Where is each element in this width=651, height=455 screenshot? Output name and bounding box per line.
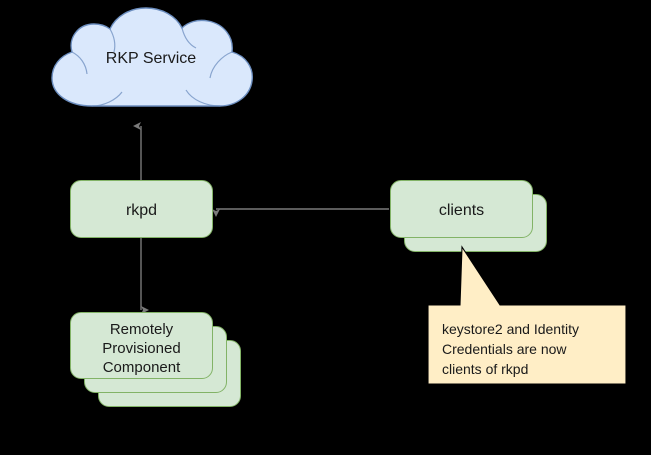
node-rkpd-label: rkpd: [125, 202, 158, 219]
callout-note[interactable]: keystore2 and Identity Credentials are n…: [426, 244, 628, 386]
cloud-label: RKP Service: [105, 50, 197, 67]
node-clients-label: clients: [438, 202, 485, 219]
node-rpc-label: Remotely Provisioned Component: [102, 321, 181, 376]
node-rpc-group: Remotely Provisioned Component: [70, 312, 245, 407]
node-clients[interactable]: clients: [390, 180, 533, 238]
callout-text: keystore2 and Identity Credentials are n…: [442, 321, 579, 377]
callout-shape: [427, 245, 627, 385]
cloud-shape[interactable]: [40, 2, 262, 124]
node-rkpd[interactable]: rkpd: [70, 180, 213, 238]
node-rpc[interactable]: Remotely Provisioned Component: [70, 312, 213, 379]
